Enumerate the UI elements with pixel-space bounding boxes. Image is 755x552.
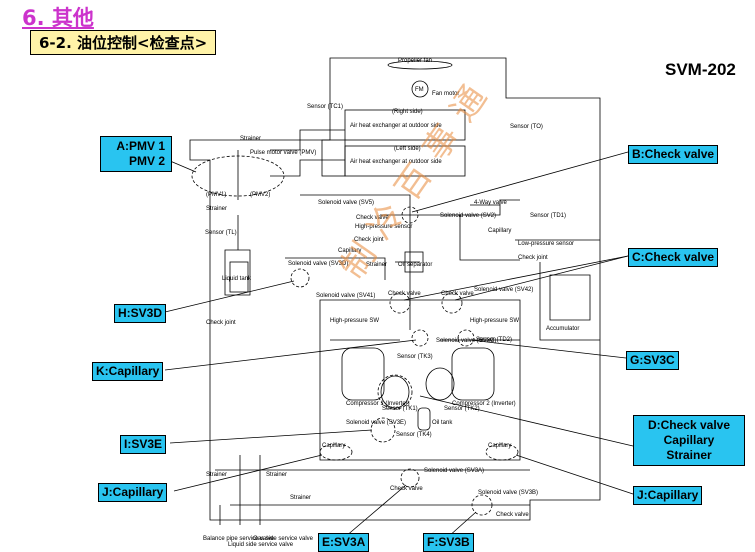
callout-d-line1: D:Check valve bbox=[647, 418, 731, 432]
callout-k: K:Capillary bbox=[92, 362, 164, 381]
label-check-joint-left: Check joint bbox=[206, 320, 236, 326]
label-sensor-td1: Sensor (TD1) bbox=[530, 213, 566, 219]
label-sensor-tl: Sensor (TL) bbox=[205, 230, 237, 236]
label-hex-outdoor-right: Air heat exchanger at outdoor side bbox=[350, 123, 442, 129]
label-capillary-left: Capillary bbox=[322, 443, 345, 449]
label-sensor-tk4: Sensor (TK4) bbox=[396, 432, 432, 438]
label-pmv: Pulse motor valve (PMV) bbox=[250, 150, 316, 156]
callout-c: C:Check valve bbox=[628, 248, 719, 267]
label-left-side: (Left side) bbox=[394, 146, 421, 152]
callout-j-left: J:Capillary bbox=[98, 483, 168, 502]
label-hex-outdoor-left: Air heat exchanger at outdoor side bbox=[350, 159, 442, 165]
label-solenoid-sv3c: Solenoid valve (SV3C) bbox=[436, 338, 496, 344]
label-fan-motor: Fan motor bbox=[432, 91, 459, 97]
callout-j-right: J:Capillary bbox=[633, 486, 703, 505]
callout-f: F:SV3B bbox=[423, 533, 474, 552]
label-solenoid-sv2: Solenoid valve (SV2) bbox=[440, 213, 496, 219]
label-hp-sensor: High-pressure sensor bbox=[355, 224, 412, 230]
label-hp-sw: High-pressure SW bbox=[330, 318, 379, 324]
label-propeller-fan: Propeller fan bbox=[398, 58, 432, 64]
label-sensor-to: Sensor (TO) bbox=[510, 124, 543, 130]
label-strainer-bottom: Strainer bbox=[290, 495, 311, 501]
label-strainer-bl2: Strainer bbox=[266, 472, 287, 478]
label-solenoid-sv3e: Solenoid valve (SV3E) bbox=[346, 420, 406, 426]
label-check-valve-f: Check valve bbox=[496, 512, 529, 518]
callout-b: B:Check valve bbox=[628, 145, 719, 164]
label-four-way: 4-Way valve bbox=[474, 200, 507, 206]
label-strainer-mid: Strainer bbox=[366, 262, 387, 268]
callout-g: G:SV3C bbox=[626, 351, 679, 370]
label-liquid-tank: Liquid tank bbox=[222, 276, 252, 282]
label-compressor2: Compressor 2 (Inverter) bbox=[452, 401, 516, 407]
label-check-valve-e: Check valve bbox=[390, 486, 423, 492]
callout-a-line2: PMV 2 bbox=[128, 154, 165, 168]
label-sensor-tk3: Sensor (TK3) bbox=[397, 354, 433, 360]
callout-i: I:SV3E bbox=[120, 435, 167, 454]
label-solenoid-sv3a: Solenoid valve (SV3A) bbox=[424, 468, 484, 474]
label-accumulator: Accumulator bbox=[546, 326, 579, 332]
label-lp-sensor: Low-pressure sensor bbox=[518, 241, 574, 247]
label-pmv2: (PMV2) bbox=[250, 192, 270, 198]
label-check-joint-right: Check joint bbox=[518, 255, 548, 261]
callout-d-line3: Strainer bbox=[666, 448, 712, 462]
callout-a-line1: A:PMV 1 bbox=[116, 139, 165, 153]
label-check-valve-c1: Check valve bbox=[388, 291, 421, 297]
label-right-side: (Right side) bbox=[392, 109, 423, 115]
label-solenoid-sv3d: Solenoid valve (SV3D) bbox=[288, 261, 348, 267]
model-name: SVM-202 bbox=[665, 60, 736, 79]
label-solenoid-sv42: Solenoid valve (SV42) bbox=[474, 287, 533, 293]
label-balance-pipe: Balance pipe service valve bbox=[203, 536, 275, 542]
label-sensor-td2: Sensor (TD2) bbox=[476, 337, 512, 343]
label-sensor-tc1: Sensor (TC1) bbox=[307, 104, 343, 110]
label-capillary-right: Capillary bbox=[488, 443, 511, 449]
label-strainer-bl1: Strainer bbox=[206, 472, 227, 478]
label-strainer-left: Strainer bbox=[206, 206, 227, 212]
label-check-valve-top: Check valve bbox=[356, 215, 389, 221]
label-gas-side: Gas side service valve bbox=[253, 536, 314, 542]
label-strainer-top: Strainer bbox=[240, 136, 261, 142]
label-solenoid-sv5: Solenoid valve (SV5) bbox=[318, 200, 374, 206]
label-sensor-tk1: Sensor (TK1) bbox=[382, 406, 418, 412]
callout-d-line2: Capillary bbox=[663, 433, 715, 447]
label-solenoid-sv3b: Solenoid valve (SV3B) bbox=[478, 490, 538, 496]
label-solenoid-sv41: Solenoid valve (SV41) bbox=[316, 293, 375, 299]
label-fm: FM bbox=[415, 87, 424, 93]
label-liquid-side: Liquid side service valve bbox=[228, 542, 294, 548]
label-oil-separator: Oil separator bbox=[398, 262, 432, 268]
label-capillary-top: Capillary bbox=[488, 228, 511, 234]
label-check-joint-mid: Check joint bbox=[354, 237, 384, 243]
subsection-title: 6-2. 油位控制<检查点> bbox=[30, 30, 217, 55]
label-oil-tank: Oil tank bbox=[432, 420, 453, 426]
label-compressor1: Compressor 1 (Inverter) bbox=[346, 401, 410, 407]
section-title: 6. 其他 bbox=[22, 6, 94, 30]
label-capillary-mid: Capillary bbox=[338, 248, 361, 254]
callout-a: A:PMV 1 PMV 2 bbox=[100, 136, 172, 172]
label-sensor-tk2: Sensor (TK2) bbox=[444, 406, 480, 412]
callout-h: H:SV3D bbox=[114, 304, 167, 323]
callout-d: D:Check valve Capillary Strainer bbox=[633, 415, 745, 466]
label-hp-sw-right: High-pressure SW bbox=[470, 318, 519, 324]
label-check-valve-c2: Check valve bbox=[441, 291, 474, 297]
label-pmv1: (PMV1) bbox=[206, 192, 226, 198]
callout-e: E:SV3A bbox=[318, 533, 370, 552]
